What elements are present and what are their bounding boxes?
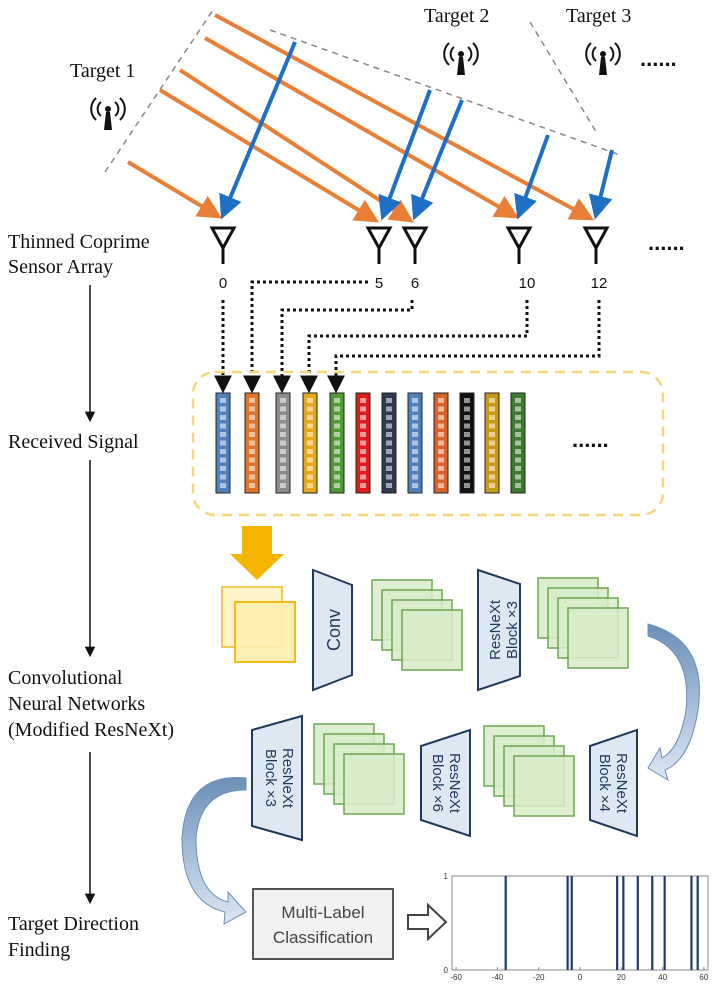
y-tick-label: 1 [444,872,449,881]
sensor-icon [401,226,429,264]
signal-bar [459,392,475,494]
resnext-middle-line2: Block ×6 [429,754,446,812]
antenna-icon [585,42,621,75]
resnext-left-line2: Block ×3 [262,749,279,807]
sensor-icon [582,226,610,264]
signal-bar [407,392,423,494]
feature-map-stack [537,577,629,669]
resnext-top-line1: ResNeXt [487,599,504,660]
target-2-label: Target 2 [424,5,489,27]
signal-bar [381,392,397,494]
received-label: Received Signal [8,431,139,453]
sensor-index: 10 [519,275,536,292]
more-targets-dots: ...... [640,46,677,71]
feature-map [343,753,405,815]
resnext-middle-line1: ResNeXt [446,753,463,814]
right-arrow-icon [407,902,448,942]
signal-bars [215,392,526,494]
resnext-right-line2: Block ×4 [596,754,613,812]
more-signals-dots: ...... [572,427,609,452]
conv-label: Conv [324,609,344,651]
resnext-block-top: ResNeXt Block ×3 [477,568,521,692]
sensor-array [209,226,610,264]
cnn-label-line1: Convolutional [8,667,123,689]
down-arrow-icon [230,526,284,580]
signal-bar [355,392,371,494]
cnn-label-line2: Neural Networks [8,693,145,715]
received-signal-box [191,370,665,517]
cnn-label-line3: (Modified ResNeXt) [8,719,174,741]
more-sensors-dots: ...... [648,230,685,255]
sensor-index: 12 [591,275,608,292]
target-3-label: Target 3 [566,5,631,27]
x-tick-label: 40 [658,973,667,982]
blue-rays [219,41,614,221]
x-tick-label: 20 [617,973,626,982]
signal-bar [433,392,449,494]
array-label-line2: Sensor Array [8,256,113,278]
direction-spectrum-plot: -60 -40 -20 0 20 40 60 0 1 [444,872,709,982]
target-3: Target 3 [566,5,631,75]
antenna-icon [90,97,126,130]
x-tick-label: -40 [492,973,504,982]
input-feature-maps [221,586,296,663]
sensor-index: 6 [411,275,419,292]
sensor-icon [365,226,393,264]
resnext-block-right: ResNeXt Block ×4 [589,728,638,838]
conv-block: Conv [312,568,353,692]
sensor-index: 5 [375,275,383,292]
feature-map [513,755,575,817]
target-1-label: Target 1 [70,60,135,82]
x-tick-label: 0 [578,973,583,982]
target-1: Target 1 [70,60,135,130]
antenna-icon [443,42,479,75]
feature-map [567,607,629,669]
feature-map-stack [371,579,463,671]
target-2: Target 2 [424,5,489,75]
signal-bar [215,392,231,494]
x-tick-label: 60 [699,973,708,982]
resnext-block-left: ResNeXt Block ×3 [251,714,303,842]
wavefront-lines [104,9,621,173]
curved-arrow-left [181,777,247,925]
signal-bar [484,392,500,494]
array-label-line1: Thinned Coprime [8,231,150,253]
signal-bar [329,392,345,494]
feature-map-stack [483,725,575,817]
dof-label-line2: Finding [8,939,70,961]
signal-bar [510,392,526,494]
sensor-icon [505,226,533,264]
plot-frame [451,875,709,971]
resnext-left-line1: ResNeXt [279,748,296,809]
signal-bar [244,392,260,494]
dof-label-line1: Target Direction [8,913,139,935]
resnext-block-middle: ResNeXt Block ×6 [420,728,471,838]
classification-line1: Multi-Label [281,903,364,922]
feature-map [401,609,463,671]
feature-map-stack [313,723,405,815]
y-tick-label: 0 [444,966,449,975]
classification-box: Multi-Label Classification [252,888,394,960]
classification-line2: Classification [273,928,373,947]
signal-bar [302,392,318,494]
sensor-icon [209,226,237,264]
sensor-to-signal-connectors [214,280,601,394]
sensor-index: 0 [219,275,227,292]
orange-rays [126,13,595,223]
x-tick-label: -60 [450,973,462,982]
resnext-top-line2: Block ×3 [504,601,521,659]
x-tick-label: -20 [533,973,545,982]
curved-arrow-right [647,623,700,782]
signal-bar [275,392,291,494]
resnext-right-line1: ResNeXt [613,753,630,814]
